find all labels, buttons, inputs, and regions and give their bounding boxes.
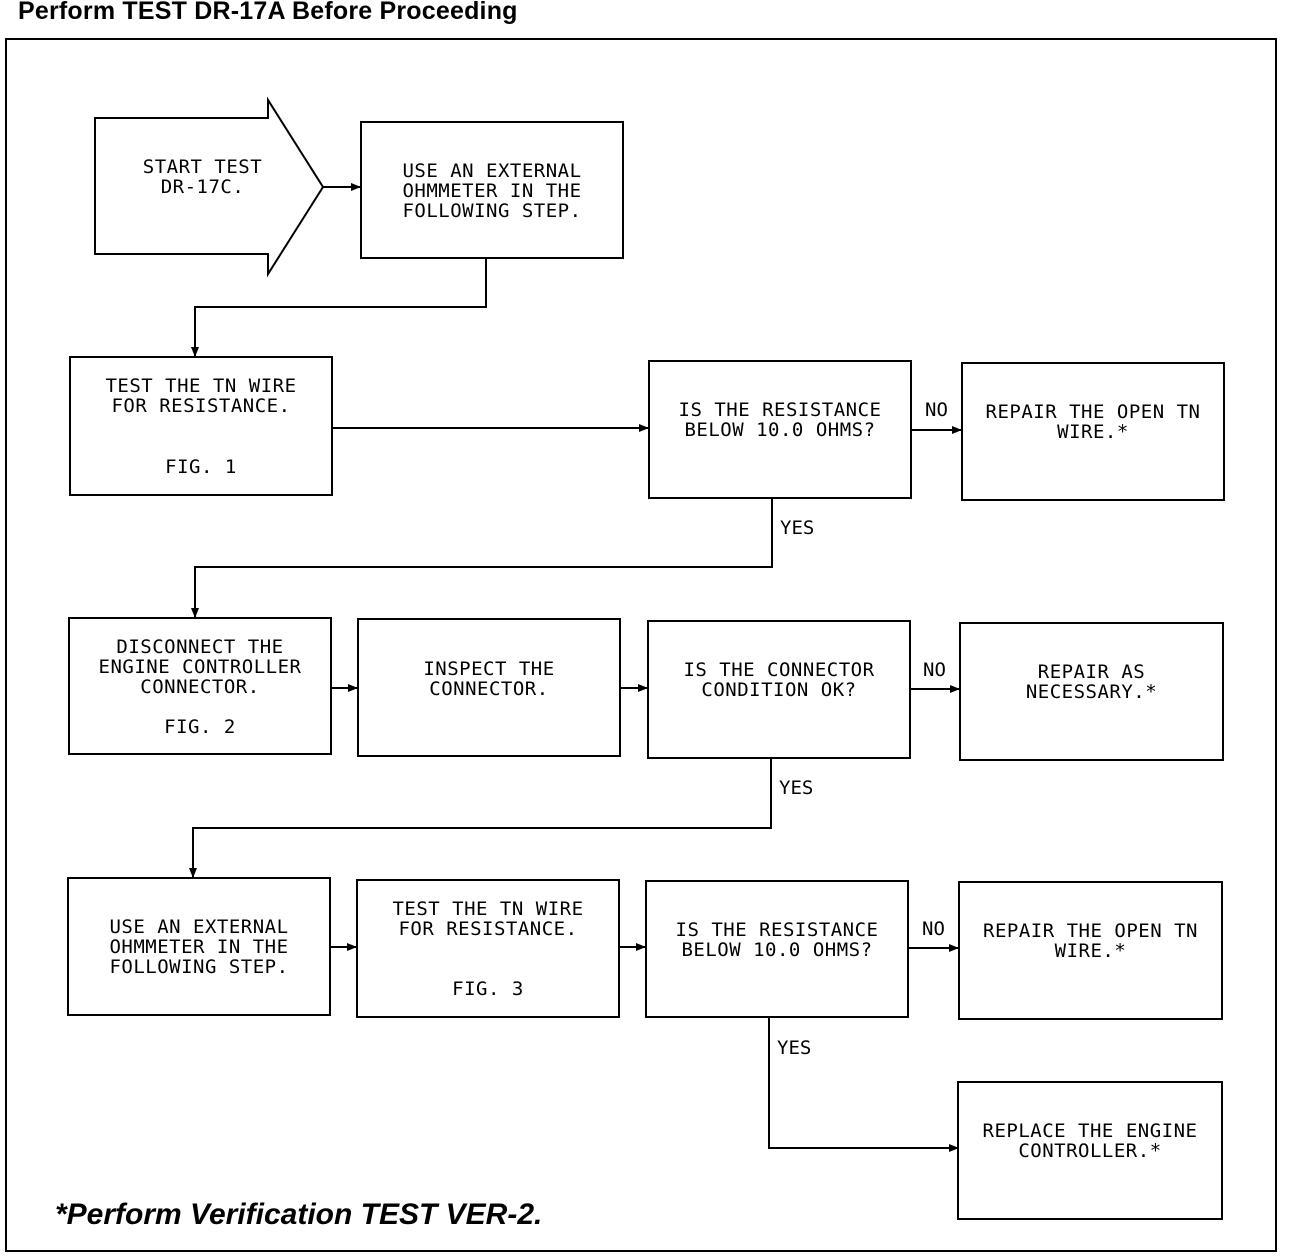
resistance-question-text-1: IS THE RESISTANCE BELOW 10.0 OHMS? (678, 399, 882, 441)
page-heading: Perform TEST DR-17A Before Proceeding (18, 0, 518, 25)
test-tn-wire-text-2: TEST THE TN WIRE FOR RESISTANCE. (392, 898, 584, 940)
repair-open-text-1: REPAIR THE OPEN TN WIRE.* (985, 401, 1201, 443)
replace-controller-text: REPLACE THE ENGINE CONTROLLER.* (982, 1120, 1198, 1162)
test-tn-wire-text-1: TEST THE TN WIRE FOR RESISTANCE. (105, 375, 297, 417)
use-ohmmeter-text-2: USE AN EXTERNAL OHMMETER IN THE FOLLOWIN… (109, 916, 289, 978)
fig-1-label: FIG. 1 (165, 456, 237, 478)
repair-as-necessary-box: REPAIR AS NECESSARY.* (959, 622, 1224, 761)
test-tn-wire-box-2: TEST THE TN WIRE FOR RESISTANCE. FIG. 3 (356, 879, 620, 1018)
edge-ohmmeter-to-test-tn-1 (191, 258, 487, 357)
resistance-question-text-2: IS THE RESISTANCE BELOW 10.0 OHMS? (675, 919, 879, 961)
use-ohmmeter-box-1: USE AN EXTERNAL OHMMETER IN THE FOLLOWIN… (360, 121, 624, 259)
replace-controller-box: REPLACE THE ENGINE CONTROLLER.* (957, 1081, 1223, 1220)
connector-question-text: IS THE CONNECTOR CONDITION OK? (683, 659, 875, 701)
use-ohmmeter-box-2: USE AN EXTERNAL OHMMETER IN THE FOLLOWIN… (67, 877, 331, 1016)
edge-question-2-yes (189, 758, 772, 878)
disconnect-connector-text: DISCONNECT THE ENGINE CONTROLLER CONNECT… (98, 636, 302, 698)
start-test-text: START TEST DR-17C. (142, 156, 263, 198)
inspect-connector-box: INSPECT THE CONNECTOR. (357, 618, 621, 757)
repair-open-box-2: REPAIR THE OPEN TN WIRE.* (958, 881, 1223, 1020)
resistance-question-box-1: IS THE RESISTANCE BELOW 10.0 OHMS? (648, 360, 912, 499)
edge-question-3-yes (768, 1017, 959, 1152)
use-ohmmeter-text-1: USE AN EXTERNAL OHMMETER IN THE FOLLOWIN… (402, 160, 582, 222)
resistance-question-box-2: IS THE RESISTANCE BELOW 10.0 OHMS? (645, 880, 909, 1018)
no-label-3: NO (922, 918, 945, 940)
no-label-2: NO (923, 659, 946, 681)
connector-question-box: IS THE CONNECTOR CONDITION OK? (647, 620, 911, 759)
start-arrow-shape (94, 96, 325, 278)
inspect-connector-text: INSPECT THE CONNECTOR. (423, 658, 555, 700)
disconnect-connector-box: DISCONNECT THE ENGINE CONTROLLER CONNECT… (68, 617, 332, 755)
yes-label-2: YES (779, 777, 814, 799)
fig-2-label: FIG. 2 (164, 716, 236, 738)
no-label-1: NO (925, 399, 948, 421)
repair-open-box-1: REPAIR THE OPEN TN WIRE.* (961, 362, 1225, 501)
repair-open-text-2: REPAIR THE OPEN TN WIRE.* (983, 920, 1198, 962)
fig-3-label: FIG. 3 (452, 978, 524, 1000)
verification-footnote: *Perform Verification TEST VER-2. (55, 1198, 543, 1231)
edge-question-1-yes (191, 498, 773, 618)
repair-as-necessary-text: REPAIR AS NECESSARY.* (1025, 661, 1158, 703)
test-tn-wire-box-1: TEST THE TN WIRE FOR RESISTANCE. FIG. 1 (69, 356, 333, 496)
yes-label-3: YES (777, 1037, 812, 1059)
yes-label-1: YES (780, 517, 815, 539)
flowchart-frame (5, 38, 1277, 1252)
